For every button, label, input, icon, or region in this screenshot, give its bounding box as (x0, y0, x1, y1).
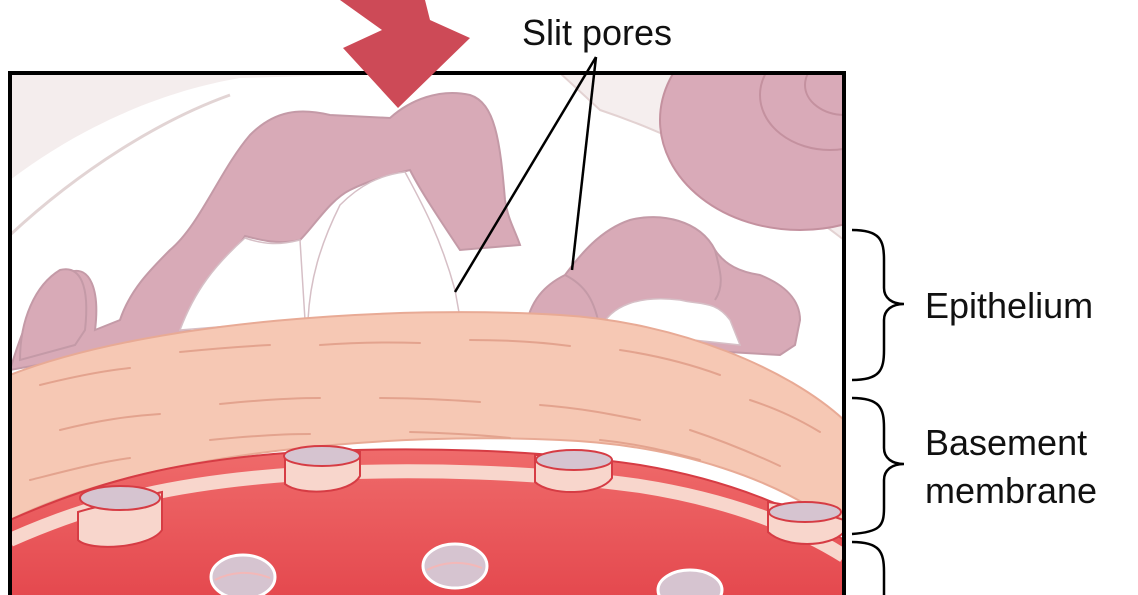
podocyte-nucleus (660, 10, 940, 230)
slit-pores-label: Slit pores (522, 12, 672, 53)
epithelium-bracket (852, 230, 904, 380)
endothelium-bracket (852, 542, 884, 595)
epithelium-label: Epithelium (925, 285, 1093, 326)
basement-label-line1: Basement (925, 422, 1087, 463)
basement-bracket (852, 398, 904, 534)
basement-label-line2: membrane (925, 470, 1097, 511)
